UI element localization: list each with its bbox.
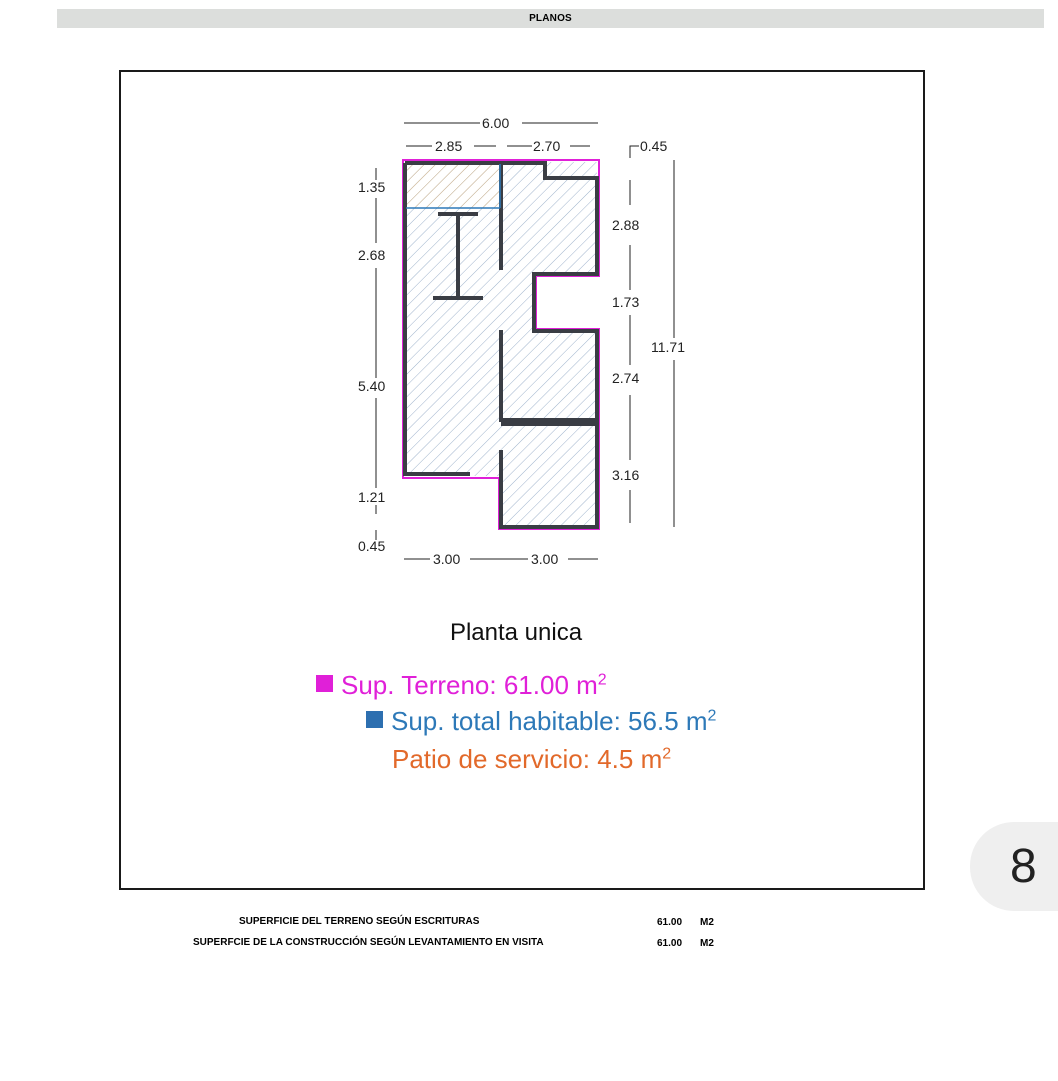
dim-left-3: 5.40 <box>358 378 385 394</box>
legend-patio: Patio de servicio: 4.5 m2 <box>392 744 671 775</box>
dim-left-4: 1.21 <box>358 489 385 505</box>
surface-label-construccion: SUPERFCIE DE LA CONSTRUCCIÓN SEGÚN LEVAN… <box>193 937 544 948</box>
surface-unit-terreno: M2 <box>700 917 714 928</box>
dim-top-left: 2.85 <box>435 138 462 154</box>
dimension-lines <box>375 122 675 560</box>
dim-left-2: 2.68 <box>358 247 385 263</box>
dim-bottom-left: 3.00 <box>433 551 460 567</box>
dim-right-2: 1.73 <box>612 294 639 310</box>
dim-right-3: 2.74 <box>612 370 639 386</box>
patio-area <box>406 164 500 208</box>
surface-label-terreno: SUPERFICIE DEL TERRENO SEGÚN ESCRITURAS <box>239 916 480 927</box>
page-number: 8 <box>1010 840 1037 893</box>
surface-unit-construccion: M2 <box>700 938 714 949</box>
dim-left-5: 0.45 <box>358 538 385 554</box>
habitable-swatch-icon <box>366 711 383 728</box>
dim-offset: 0.45 <box>640 138 667 154</box>
section-header: PLANOS <box>57 9 1044 28</box>
terreno-swatch-icon <box>316 675 333 692</box>
dim-total-width: 6.00 <box>482 115 509 131</box>
legend-habitable: Sup. total habitable: 56.5 m2 <box>366 706 716 737</box>
dim-right-1: 2.88 <box>612 217 639 233</box>
legend-habitable-sup: 2 <box>707 707 717 725</box>
legend-terreno-label: Sup. Terreno: 61.00 m <box>341 670 598 700</box>
legend-patio-label: Patio de servicio: 4.5 m <box>392 744 663 774</box>
dim-total-height: 11.71 <box>651 339 685 355</box>
section-title: PLANOS <box>529 13 572 24</box>
dim-bottom-right: 3.00 <box>531 551 558 567</box>
surface-value-terreno: 61.00 <box>657 917 683 928</box>
plan-frame <box>119 70 925 890</box>
dim-left-1: 1.35 <box>358 179 385 195</box>
legend-terreno: Sup. Terreno: 61.00 m2 <box>316 670 607 701</box>
legend-habitable-label: Sup. total habitable: 56.5 m <box>391 706 708 736</box>
legend-patio-sup: 2 <box>662 745 672 763</box>
dim-right-4: 3.16 <box>612 467 639 483</box>
legend-terreno-sup: 2 <box>597 671 607 689</box>
dim-top-right: 2.70 <box>533 138 560 154</box>
surface-value-construccion: 61.00 <box>657 938 683 949</box>
page-number-tab[interactable]: 8 <box>970 822 1058 911</box>
plan-title: Planta unica <box>449 619 583 646</box>
walls <box>403 161 599 529</box>
